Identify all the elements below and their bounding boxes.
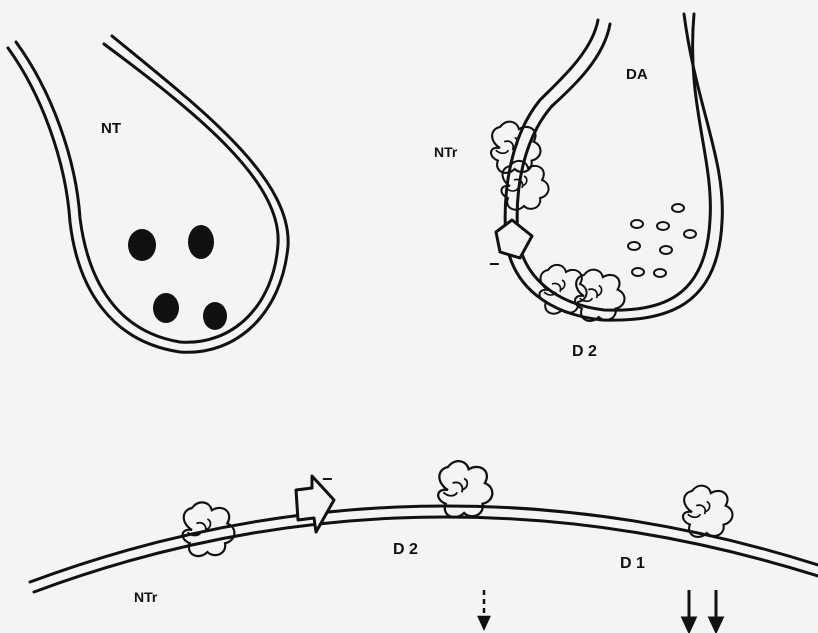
neurotransmitter-vesicles <box>128 225 227 330</box>
left-terminal <box>8 36 288 352</box>
label-ntr-top: NTr <box>434 145 457 159</box>
dopamine-vesicles <box>628 204 696 277</box>
label-da: DA <box>626 67 648 82</box>
label-minus-top: − <box>489 255 500 273</box>
label-minus-bottom: − <box>322 470 333 488</box>
transporter-arrow-top <box>496 220 532 258</box>
postsynaptic-membrane <box>30 506 818 592</box>
receptor-cluster-ntr-bottom <box>183 502 235 556</box>
receptor-cluster-d2-bottom <box>438 461 492 517</box>
down-arrow-1 <box>683 590 695 631</box>
label-d2-bottom: D 2 <box>393 542 418 558</box>
receptor-cluster-d1-bottom <box>683 486 733 537</box>
dashed-down-arrow <box>479 590 489 628</box>
label-ntr-bottom: NTr <box>134 590 157 604</box>
label-d1-bottom: D 1 <box>620 556 645 572</box>
label-nt: NT <box>101 121 121 136</box>
label-d2-top: D 2 <box>572 344 597 360</box>
down-arrow-2 <box>710 590 722 631</box>
